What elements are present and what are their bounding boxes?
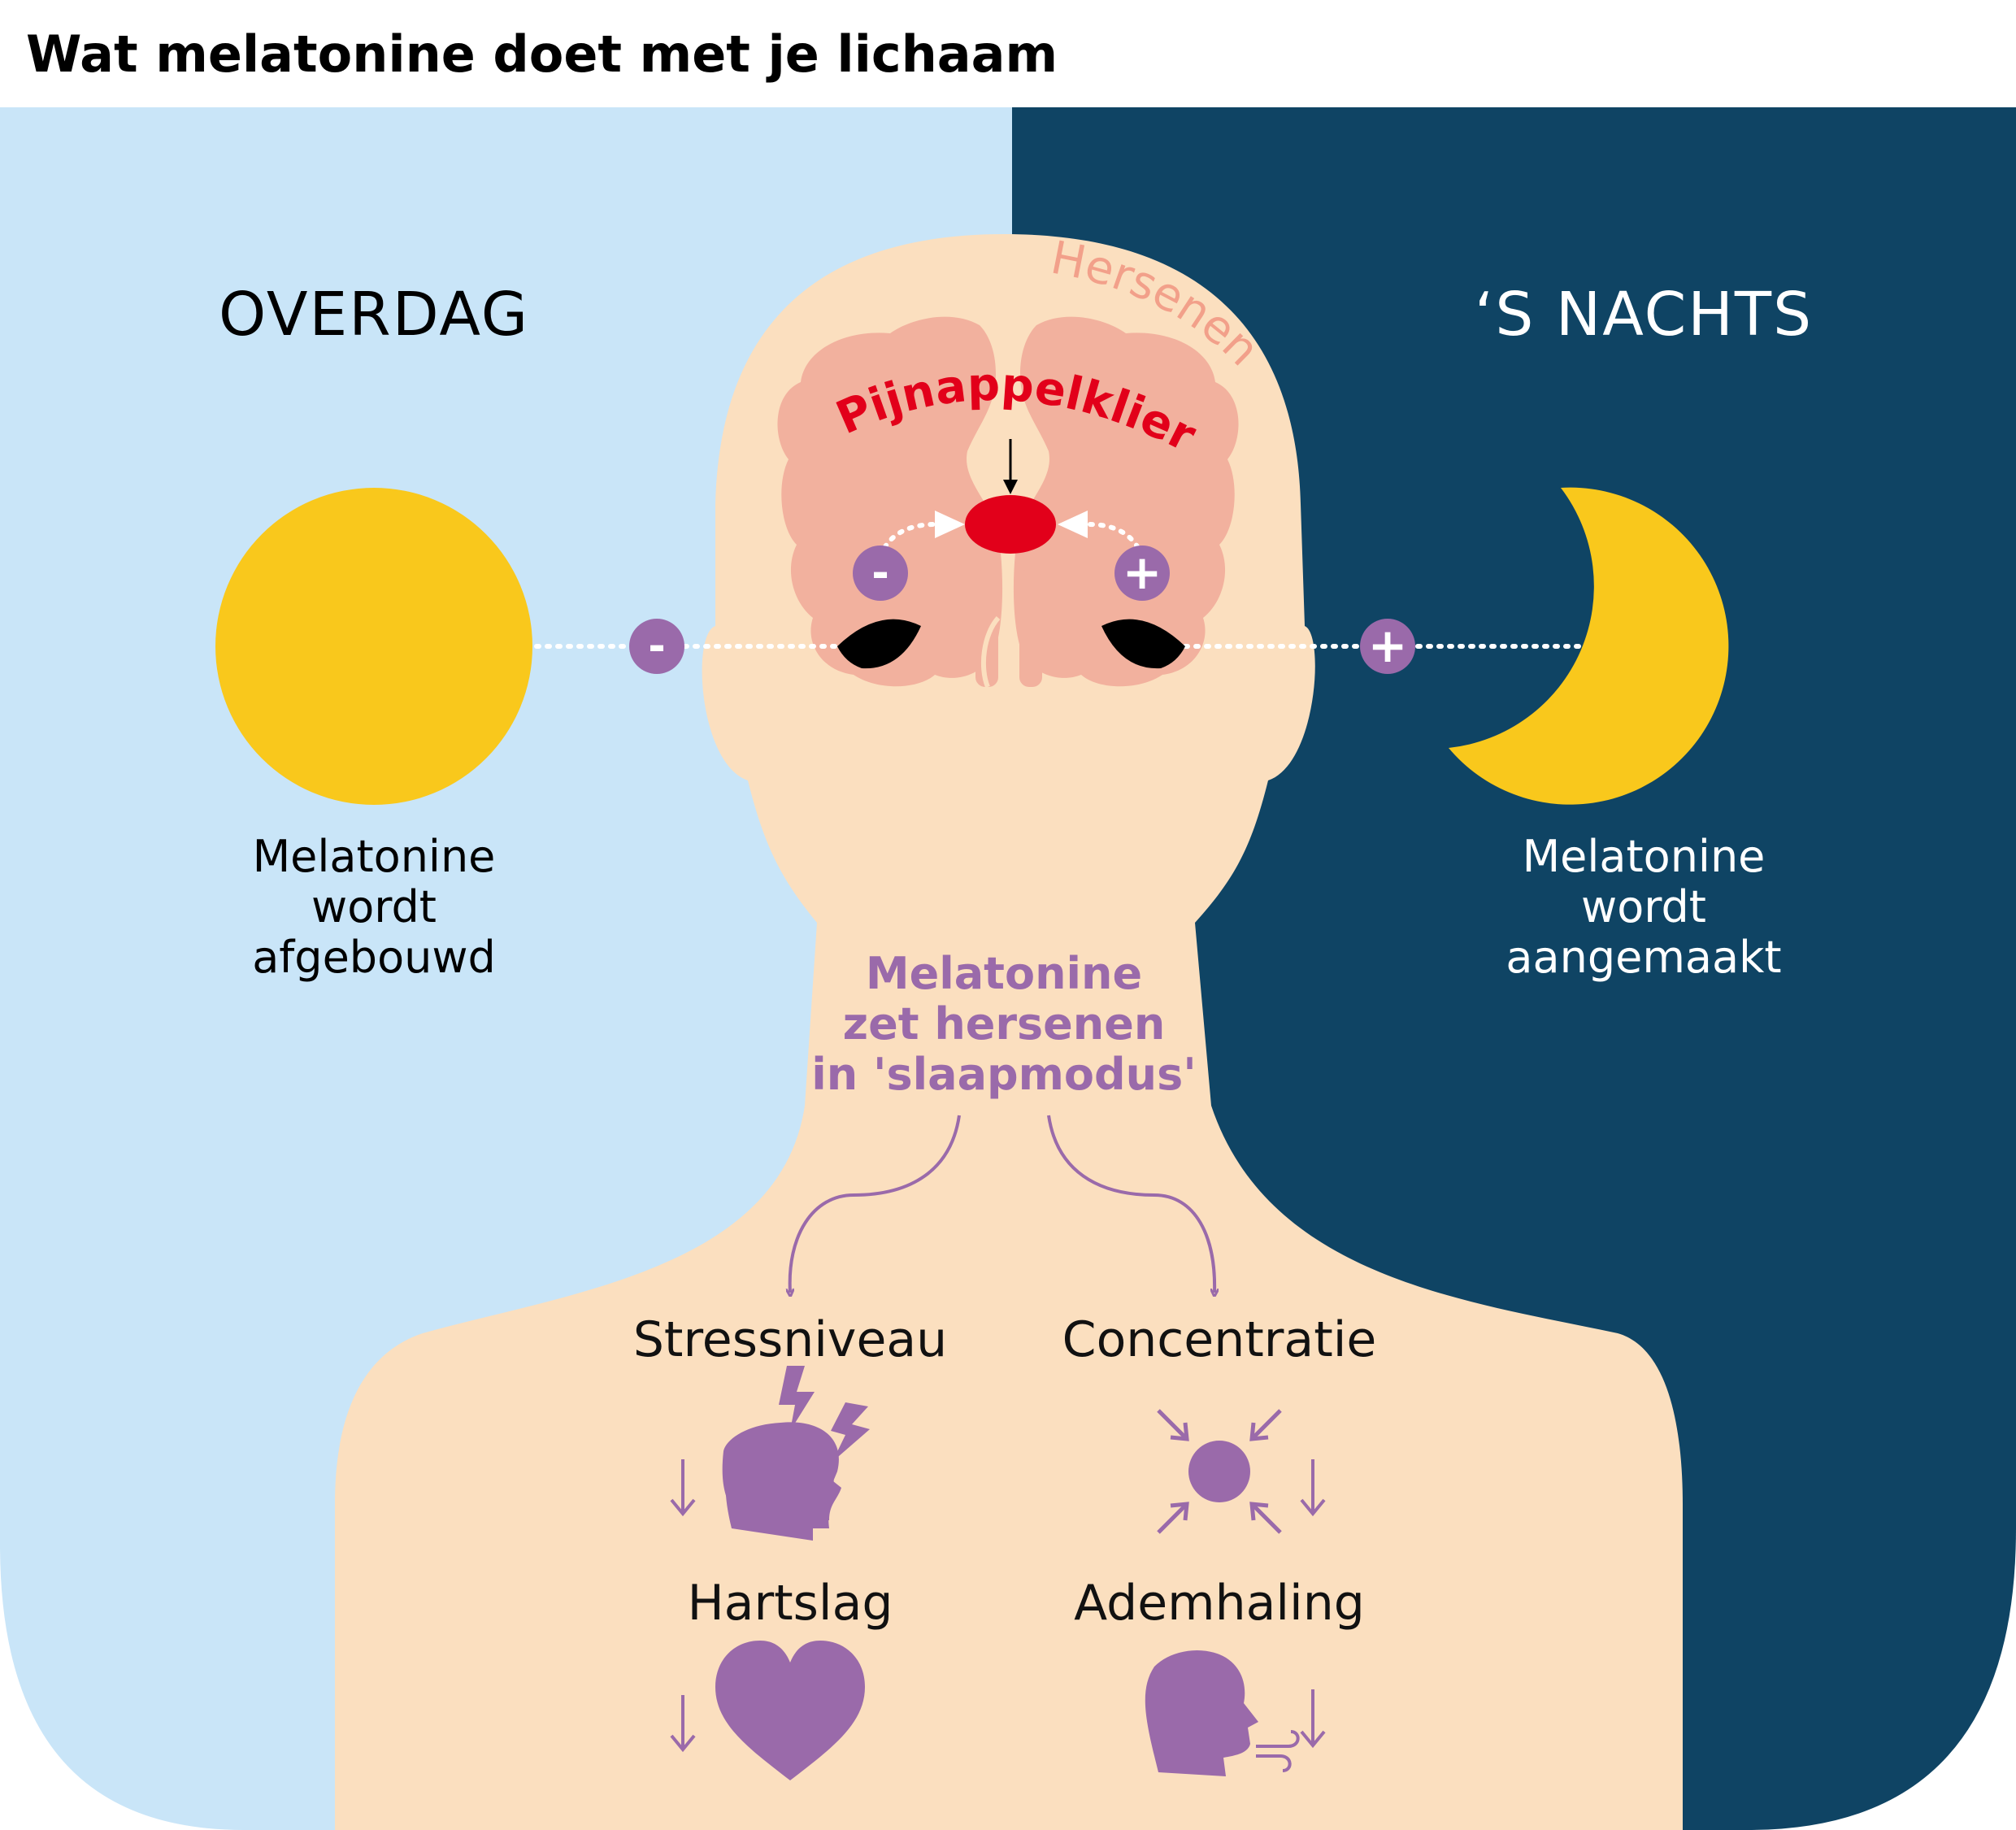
sleep-mode-text: Melatonine zet hersenen in 'slaapmodus' [811,948,1197,1100]
gland-plus-badge: + [1114,545,1170,601]
concentration-label: Concentratie [1062,1311,1377,1368]
stress-label: Stressniveau [633,1311,947,1368]
svg-text:wordt: wordt [1581,881,1706,932]
svg-text:in 'slaapmodus': in 'slaapmodus' [811,1049,1197,1100]
night-description: Melatonine wordt aangemaakt [1505,831,1781,983]
curved-arrow-right [1047,1115,1214,1293]
heart-down-arrow-icon [670,1695,696,1753]
stress-down-arrow-icon [670,1459,696,1517]
breathing-label: Ademhaling [1074,1575,1365,1632]
day-minus-badge: - [629,619,684,674]
svg-text:+: + [1123,545,1162,600]
day-heading: OVERDAG [219,280,529,350]
heart-rate-label: Hartslag [688,1575,893,1632]
moon-icon [1449,487,1729,805]
breathing-head-icon [1145,1650,1300,1776]
brain-left-hemisphere [777,316,1003,687]
lightning-bolt-2 [831,1402,870,1462]
focus-icon [1157,1409,1282,1534]
night-plus-badge: + [1360,618,1415,674]
sun-icon [215,488,532,805]
svg-text:-: - [648,622,666,671]
svg-text:Melatonine: Melatonine [253,831,496,882]
pineal-gland [965,495,1056,554]
brainstem-left [975,569,998,687]
svg-text:Melatonine: Melatonine [866,948,1142,999]
left-eye-icon [837,619,921,669]
brain-right-hemisphere [1013,316,1239,687]
night-heading: ‘S NACHTS [1475,280,1813,350]
concentration-down-arrow-icon [1300,1459,1326,1517]
gland-minus-badge: - [853,546,908,601]
lightning-head-icon [722,1366,870,1541]
page-title: Wat melatonine doet met je lichaam [26,24,1058,84]
heart-icon [715,1641,865,1780]
breathing-down-arrow-icon [1300,1689,1326,1749]
svg-text:wordt: wordt [311,881,437,932]
curved-arrow-left [790,1115,961,1293]
right-eye-icon [1101,619,1185,669]
lightning-bolt-1 [779,1366,815,1431]
day-description: Melatonine wordt afgebouwd [252,831,496,983]
svg-text:Melatonine: Melatonine [1523,831,1766,882]
body-silhouette [335,234,1683,1830]
svg-text:zet hersenen: zet hersenen [843,998,1166,1050]
brainstem-right [1019,569,1042,687]
svg-text:+: + [1368,618,1408,673]
brain-illustration [777,316,1239,687]
svg-text:afgebouwd: afgebouwd [252,932,496,983]
svg-text:aangemaakt: aangemaakt [1505,932,1781,983]
svg-text:-: - [871,549,889,598]
